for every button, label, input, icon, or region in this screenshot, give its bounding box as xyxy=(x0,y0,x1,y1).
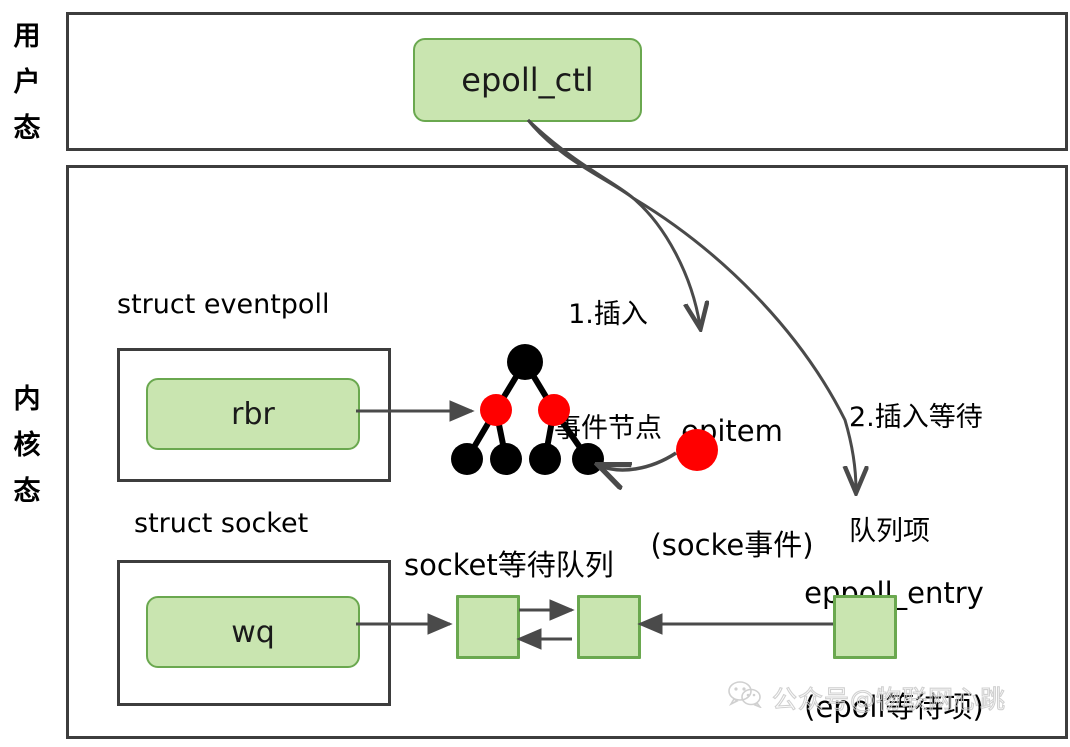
epitem-line-2: (socke事件) xyxy=(650,528,814,562)
step-2-label: 2.插入等待 队列项 xyxy=(849,323,1049,627)
kernel-space-region xyxy=(66,165,1068,739)
kernel-mode-label: 内 核 态 xyxy=(4,377,50,515)
socket-wait-queue-label: socket等待队列 xyxy=(404,548,614,582)
watermark-text: 公众号@物联网心跳 xyxy=(771,684,1007,714)
epoll-ctl-node[interactable]: epoll_ctl xyxy=(413,38,642,122)
user-mode-char-1: 户 xyxy=(13,67,41,98)
rbtree-node-red-right xyxy=(538,394,570,426)
struct-eventpoll-label: struct eventpoll xyxy=(117,289,330,320)
rbr-node[interactable]: rbr xyxy=(146,378,360,450)
watermark: 公众号@物联网心跳 xyxy=(728,680,1006,716)
wait-queue-node-1[interactable] xyxy=(456,595,520,659)
rbtree-node-new-epitem xyxy=(676,429,718,471)
user-space-region xyxy=(66,12,1068,151)
rbtree-node-red-left xyxy=(480,394,512,426)
rbtree-node-root xyxy=(507,344,543,380)
wait-queue-node-3[interactable] xyxy=(833,595,897,659)
step-2-line-2: 队列项 xyxy=(849,516,930,547)
kernel-mode-char-1: 核 xyxy=(13,430,41,461)
wq-node[interactable]: wq xyxy=(146,596,360,668)
rbtree-node-leaf-2 xyxy=(490,443,522,475)
eppoll-entry-line-2: (epoll等待项) xyxy=(804,690,984,724)
struct-socket-box xyxy=(117,560,391,706)
kernel-mode-char-2: 态 xyxy=(13,476,41,507)
user-mode-char-2: 态 xyxy=(13,113,41,144)
arrow-insert-wait-queue-item xyxy=(526,118,856,490)
step-2-line-1: 2.插入等待 xyxy=(849,402,983,433)
kernel-mode-char-0: 内 xyxy=(13,384,41,415)
user-mode-char-0: 用 xyxy=(13,21,41,52)
step-1-line-1: 1.插入 xyxy=(568,299,648,330)
rbtree-node-leaf-4 xyxy=(572,443,604,475)
rbtree-node-leaf-1 xyxy=(451,443,483,475)
struct-socket-label: struct socket xyxy=(134,508,309,539)
arrow-insert-event-node xyxy=(526,119,700,326)
wechat-icon xyxy=(728,681,762,712)
user-mode-label: 用 户 态 xyxy=(4,14,50,152)
arrow-new-epitem-to-tree xyxy=(601,451,677,470)
rbtree-node-leaf-3 xyxy=(529,443,561,475)
struct-eventpoll-box xyxy=(117,348,391,482)
